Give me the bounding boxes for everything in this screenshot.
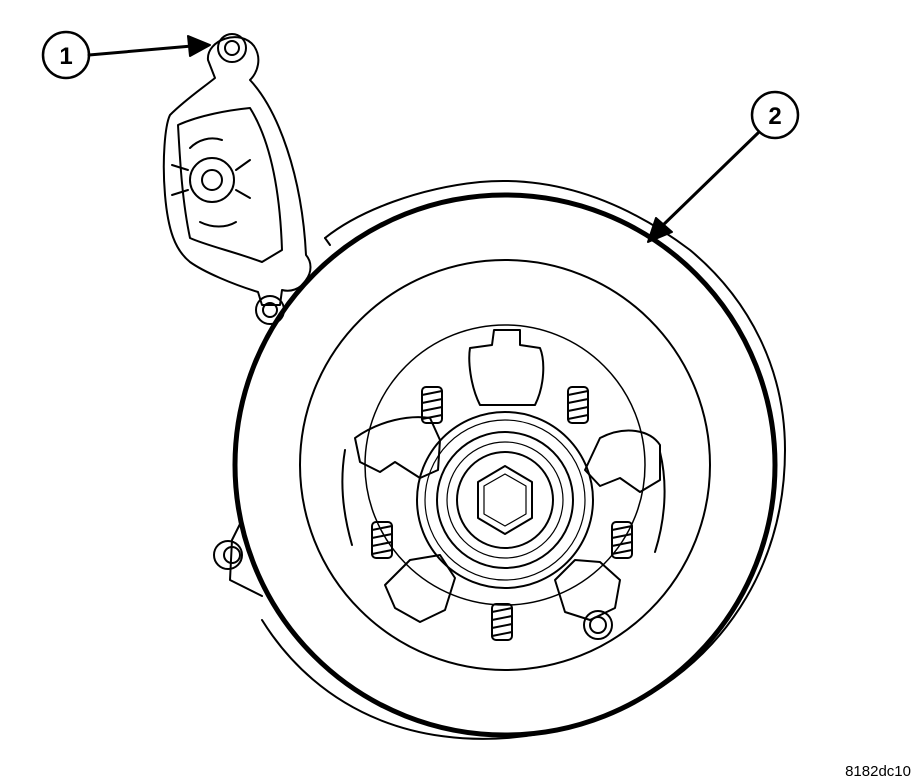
callout-circle — [750, 90, 800, 140]
caliper-adapter — [162, 33, 312, 325]
wheel-stud — [567, 386, 589, 424]
callout-leader — [658, 131, 760, 230]
callout-1 — [41, 30, 211, 80]
wheel-stud — [371, 521, 393, 559]
callout-2 — [647, 90, 800, 243]
wheel-studs — [371, 386, 633, 641]
dust-shield — [213, 180, 786, 740]
callout-2-label: 2 — [768, 103, 781, 130]
caliper-bolt-upper — [217, 33, 247, 63]
axle-nut — [477, 465, 533, 535]
locating-pin — [583, 610, 613, 640]
hub-center — [416, 411, 594, 589]
wheel-stud — [491, 603, 513, 641]
figure-id: 8182dc10 — [845, 763, 911, 780]
callout-leader — [87, 44, 194, 57]
brake-rotor — [232, 192, 778, 738]
hub-flange — [341, 329, 666, 623]
wheel-stud — [421, 386, 443, 424]
callout-1-label: 1 — [59, 43, 72, 70]
wheel-stud — [611, 521, 633, 559]
